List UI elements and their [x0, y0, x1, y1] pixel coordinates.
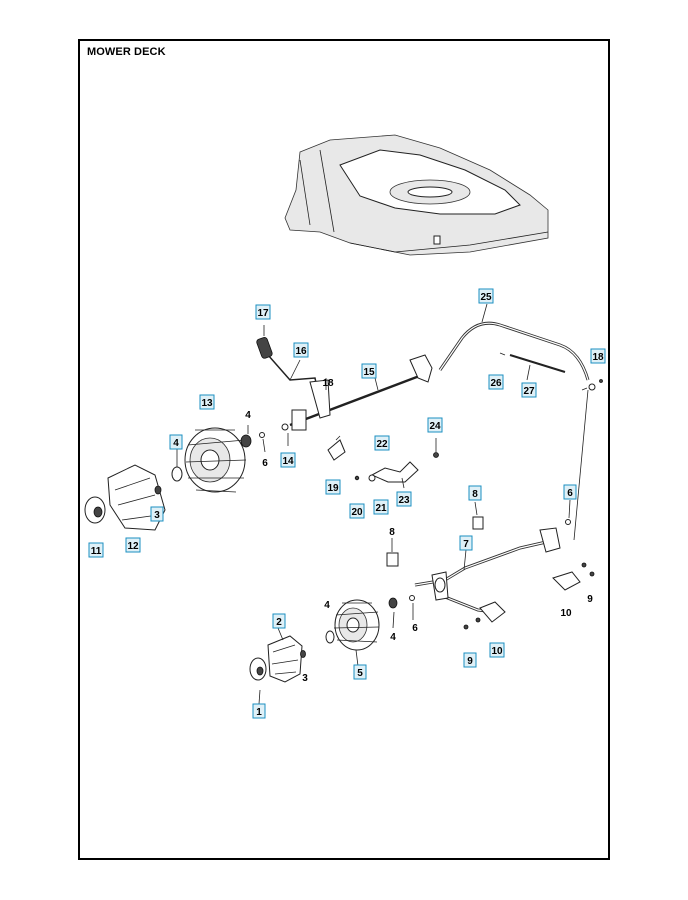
callout-label: 21 [373, 499, 389, 515]
svg-text:27: 27 [523, 386, 535, 397]
callout-label: 26 [488, 374, 504, 390]
svg-text:13: 13 [201, 398, 213, 409]
callout-label: 7 [459, 535, 473, 551]
svg-text:21: 21 [375, 503, 387, 514]
callout-label: 20 [349, 503, 365, 519]
svg-text:17: 17 [257, 308, 269, 319]
svg-text:4: 4 [324, 600, 330, 611]
svg-text:6: 6 [262, 458, 268, 469]
svg-text:18: 18 [592, 352, 604, 363]
svg-text:19: 19 [327, 483, 339, 494]
callout-label: 6 [412, 623, 418, 634]
svg-text:10: 10 [560, 608, 572, 619]
svg-text:11: 11 [91, 546, 102, 557]
callout-label: 6 [262, 458, 268, 469]
callout-label: 3 [150, 506, 164, 522]
mower-deck [284, 134, 549, 256]
callout-label: 4 [390, 632, 396, 643]
callout-label: 11 [88, 542, 104, 558]
svg-text:18: 18 [322, 378, 334, 389]
callout-label: 9 [463, 652, 477, 668]
svg-text:10: 10 [491, 646, 503, 657]
rear-axle-assembly [256, 325, 433, 446]
svg-text:12: 12 [127, 541, 139, 552]
svg-text:23: 23 [398, 495, 410, 506]
svg-text:15: 15 [363, 367, 375, 378]
svg-text:8: 8 [472, 489, 478, 500]
svg-text:22: 22 [376, 439, 388, 450]
callout-label: 25 [478, 288, 494, 304]
svg-text:9: 9 [587, 594, 593, 605]
callout-label: 9 [587, 594, 593, 605]
callout-label: 1 [252, 703, 266, 719]
callout-label: 10 [489, 642, 505, 658]
svg-text:4: 4 [245, 410, 251, 421]
callout-label: 24 [427, 417, 443, 433]
svg-text:16: 16 [295, 346, 307, 357]
callout-label: 3 [302, 673, 308, 684]
center-hardware [327, 435, 439, 489]
svg-text:1: 1 [256, 707, 262, 718]
callout-label: 2 [272, 613, 286, 629]
callout-label: 16 [293, 342, 309, 358]
callout-label: 17 [255, 304, 271, 320]
callout-label: 14 [280, 452, 296, 468]
callout-label: 4 [169, 434, 183, 450]
svg-text:9: 9 [467, 656, 473, 667]
callout-label: 18 [322, 378, 334, 389]
callout-label: 4 [245, 410, 251, 421]
callout-label: 12 [125, 537, 141, 553]
callout-label: 22 [374, 435, 390, 451]
page-title: MOWER DECK [87, 46, 166, 58]
svg-text:3: 3 [154, 510, 160, 521]
callout-label: 15 [361, 363, 377, 379]
svg-text:6: 6 [412, 623, 418, 634]
svg-text:4: 4 [173, 438, 179, 449]
svg-text:5: 5 [357, 668, 363, 679]
svg-text:26: 26 [490, 378, 502, 389]
svg-text:4: 4 [390, 632, 396, 643]
callout-label: 23 [396, 491, 412, 507]
handle-bar [438, 303, 603, 541]
callout-label: 8 [468, 485, 482, 501]
front-wheel-assembly [249, 577, 446, 705]
callout-label: 18 [590, 348, 606, 364]
svg-text:24: 24 [429, 421, 441, 432]
callout-label: 5 [353, 664, 367, 680]
svg-text:8: 8 [389, 527, 395, 538]
svg-text:20: 20 [351, 507, 363, 518]
svg-text:7: 7 [463, 539, 469, 550]
svg-text:14: 14 [282, 456, 294, 467]
svg-text:25: 25 [480, 292, 492, 303]
callout-label: 27 [521, 382, 537, 398]
callout-label: 6 [563, 484, 577, 500]
rear-wheel-assembly [84, 425, 266, 531]
callout-label: 10 [560, 608, 572, 619]
svg-text:2: 2 [276, 617, 282, 628]
svg-text:6: 6 [567, 488, 573, 499]
callout-label: 13 [199, 394, 215, 410]
callout-label: 8 [389, 527, 395, 538]
callout-label: 19 [325, 479, 341, 495]
callout-label: 4 [324, 600, 330, 611]
svg-text:3: 3 [302, 673, 308, 684]
